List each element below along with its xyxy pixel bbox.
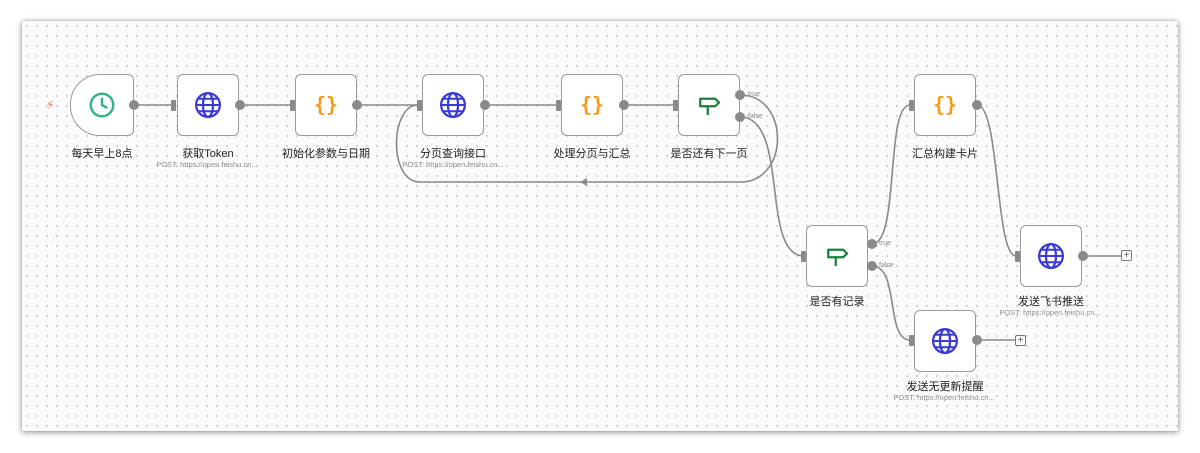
output-handle[interactable] bbox=[972, 100, 982, 110]
input-handle[interactable] bbox=[556, 100, 561, 111]
input-handle[interactable] bbox=[171, 100, 176, 111]
signpost-icon bbox=[827, 248, 849, 266]
output-handle-true[interactable] bbox=[867, 239, 877, 249]
node-label: 发送飞书推送 bbox=[1018, 296, 1084, 308]
output-handle[interactable] bbox=[619, 100, 629, 110]
node-trigger[interactable] bbox=[70, 74, 134, 136]
clock-icon bbox=[89, 92, 115, 118]
output-handle[interactable] bbox=[1078, 251, 1088, 261]
globe-icon bbox=[932, 328, 958, 354]
input-handle[interactable] bbox=[909, 100, 914, 111]
node-send-push[interactable] bbox=[1020, 225, 1082, 287]
node-label: 是否有记录 bbox=[809, 296, 865, 308]
node-handle-page[interactable]: {} bbox=[561, 74, 623, 136]
globe-icon bbox=[195, 92, 221, 118]
output-handle[interactable] bbox=[235, 100, 245, 110]
trigger-bolt-icon: ⚡ bbox=[46, 98, 55, 112]
node-label: 处理分页与汇总 bbox=[553, 148, 631, 160]
output-handle-false[interactable] bbox=[867, 261, 877, 271]
node-label: 汇总构建卡片 bbox=[912, 148, 978, 160]
node-has-records[interactable] bbox=[806, 225, 868, 287]
signpost-icon bbox=[699, 97, 721, 115]
node-sublabel: POST: https://open.feishu.cn... bbox=[402, 160, 504, 169]
output-handle[interactable] bbox=[129, 100, 139, 110]
input-handle[interactable] bbox=[417, 100, 422, 111]
output-handle[interactable] bbox=[972, 335, 982, 345]
node-build-card[interactable]: {} bbox=[914, 74, 976, 136]
node-label: 发送无更新提醒 bbox=[906, 381, 984, 393]
output-handle-true[interactable] bbox=[735, 90, 745, 100]
code-braces-icon: {} bbox=[314, 92, 338, 116]
node-sublabel: POST: https://open.feishu.cn... bbox=[999, 308, 1101, 317]
node-label: 初始化参数与日期 bbox=[282, 148, 370, 160]
node-sublabel: POST: https://open.feishu.cn... bbox=[156, 160, 258, 169]
node-label: 获取Token bbox=[182, 148, 234, 160]
add-node-button[interactable]: + bbox=[1121, 250, 1132, 261]
input-handle[interactable] bbox=[801, 251, 806, 262]
node-label: 每天早上8点 bbox=[71, 148, 133, 160]
node-init-params[interactable]: {} bbox=[295, 74, 357, 136]
input-handle[interactable] bbox=[673, 100, 678, 111]
add-node-button[interactable]: + bbox=[1015, 335, 1026, 346]
svg-text:{}: {} bbox=[933, 92, 957, 116]
input-handle[interactable] bbox=[909, 335, 914, 346]
svg-text:{}: {} bbox=[314, 92, 338, 116]
node-has-next[interactable] bbox=[678, 74, 740, 136]
output-handle[interactable] bbox=[480, 100, 490, 110]
branch-false-label: false bbox=[879, 262, 894, 269]
node-send-nochange[interactable] bbox=[914, 310, 976, 372]
node-get-token[interactable] bbox=[177, 74, 239, 136]
globe-icon bbox=[1038, 243, 1064, 269]
branch-true-label: true bbox=[879, 240, 892, 247]
input-handle[interactable] bbox=[290, 100, 295, 111]
node-page-query[interactable] bbox=[422, 74, 484, 136]
code-braces-icon: {} bbox=[933, 92, 957, 116]
output-handle-false[interactable] bbox=[735, 112, 745, 122]
node-label: 分页查询接口 bbox=[420, 148, 486, 160]
loop-arrowhead bbox=[580, 178, 587, 186]
node-sublabel: POST: https://open.feishu.cn... bbox=[893, 393, 995, 402]
globe-icon bbox=[440, 92, 466, 118]
node-label: 是否还有下一页 bbox=[670, 148, 748, 160]
input-handle[interactable] bbox=[1015, 251, 1020, 262]
code-braces-icon: {} bbox=[580, 92, 604, 116]
svg-text:{}: {} bbox=[580, 92, 604, 116]
output-handle[interactable] bbox=[352, 100, 362, 110]
branch-true-label: true bbox=[748, 91, 761, 98]
branch-false-label: false bbox=[748, 113, 763, 120]
